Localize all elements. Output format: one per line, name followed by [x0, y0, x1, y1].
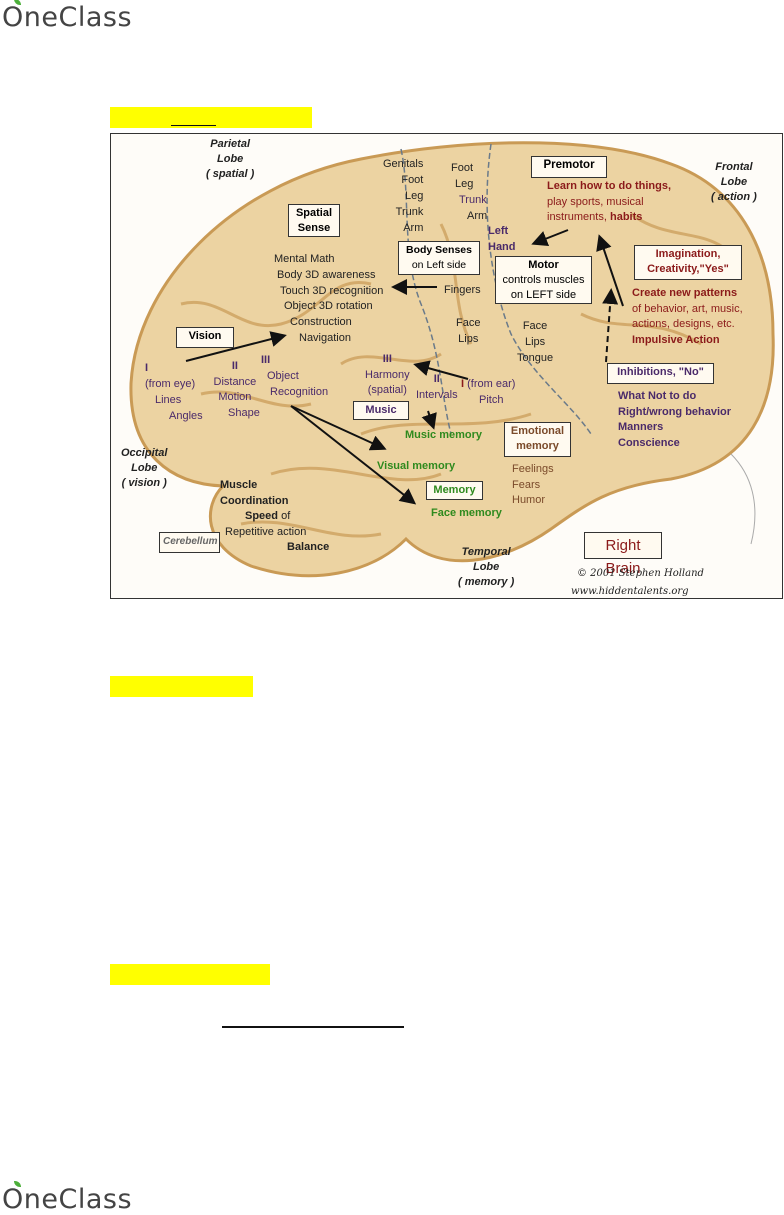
- harmony-arrow: [413, 360, 469, 380]
- music-memory-arrow: [421, 410, 437, 430]
- vision-box: Vision: [176, 327, 234, 348]
- cerebellum-box: Cerebellum: [159, 532, 220, 553]
- oneclass-logo: OneClass: [2, 0, 133, 33]
- vision-arrow: [185, 331, 287, 362]
- face-memory-arrow: [290, 405, 417, 505]
- website: www.hiddentalents.org: [571, 586, 689, 597]
- brain-folds: [180, 212, 743, 538]
- music-stage-1: I (from ear)Pitch: [461, 378, 516, 406]
- underline-1: [171, 125, 216, 126]
- arrows: [185, 229, 624, 505]
- fingers-label: Fingers: [444, 284, 481, 296]
- visual-memory-arrow: [290, 405, 387, 451]
- inhibition-arrow: [602, 288, 619, 363]
- face-outline: [730, 453, 756, 545]
- face-memory-label: Face memory: [431, 507, 502, 519]
- visual-memory-label: Visual memory: [377, 460, 456, 472]
- imagination-box: Imagination,Creativity,"Yes": [634, 245, 742, 280]
- inhibitions-box: Inhibitions, "No": [607, 363, 714, 384]
- highlighted-heading-1: [110, 107, 312, 128]
- precentral-sulcus: [486, 143, 592, 435]
- memory-box: Memory: [426, 481, 483, 500]
- oneclass-footer-logo: OneClass: [2, 1181, 133, 1215]
- highlighted-heading-3: [110, 964, 270, 985]
- premotor-box: Premotor: [531, 156, 607, 178]
- logo-text: OneClass: [2, 1184, 133, 1215]
- highlighted-heading-2: [110, 676, 253, 697]
- apple-leaf-icon: [14, 0, 21, 5]
- right-brain-title: Right Brain: [584, 532, 662, 577]
- brain-drawing: [129, 141, 775, 578]
- apple-leaf-icon: [14, 1181, 21, 1187]
- logo-text: OneClass: [2, 2, 133, 33]
- underline-2: [222, 1026, 404, 1028]
- left-hand-arrow: [531, 229, 569, 247]
- premotor-arrow: [596, 234, 624, 307]
- music-box: Music: [353, 401, 409, 420]
- copyright: © 2001 Stephen Holland: [577, 568, 704, 579]
- music-memory-label: Music memory: [405, 429, 483, 441]
- premotor-items: Learn how to do things,play sports, musi…: [547, 180, 672, 223]
- central-sulcus: [400, 148, 452, 435]
